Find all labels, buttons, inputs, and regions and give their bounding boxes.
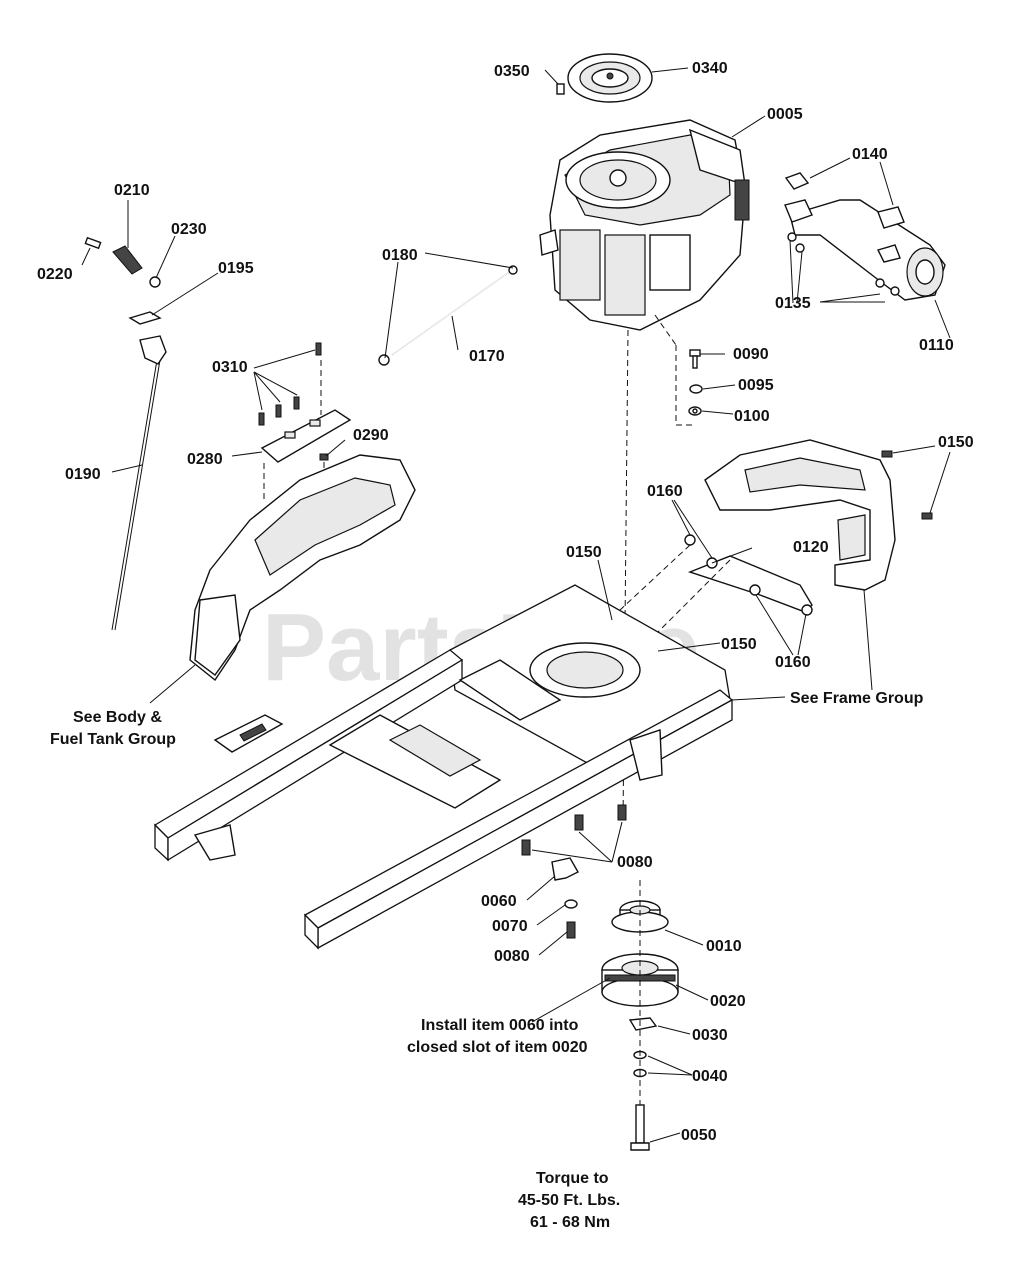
- nut-0290[interactable]: [319, 453, 329, 461]
- washer-0100[interactable]: [688, 406, 702, 416]
- callout-0095: 0095: [738, 377, 774, 394]
- callout-0080-frame: 0080: [617, 854, 653, 871]
- callout-0080-clip: 0080: [494, 948, 530, 965]
- plate-0280[interactable]: [260, 409, 352, 463]
- callout-0050: 0050: [681, 1127, 717, 1144]
- clip-0060[interactable]: [551, 857, 579, 881]
- washer-0095[interactable]: [689, 384, 703, 394]
- callout-0135: 0135: [775, 295, 811, 312]
- callout-0100: 0100: [734, 408, 770, 425]
- lever-0210[interactable]: [112, 245, 143, 275]
- callout-0170: 0170: [469, 348, 505, 365]
- callout-0010: 0010: [706, 938, 742, 955]
- callout-0060: 0060: [481, 893, 517, 910]
- bolt-0220[interactable]: [84, 236, 102, 250]
- note-install-line1: Install item 0060 into: [421, 1017, 579, 1034]
- nut-0180-a[interactable]: [378, 354, 390, 366]
- callout-0150-right: 0150: [938, 434, 974, 451]
- nut-0230[interactable]: [149, 276, 161, 288]
- callout-labels: 0350 0340 0005 0140 0210 0230 0180 0195 …: [37, 60, 974, 1144]
- callout-0160-bottom: 0160: [775, 654, 811, 671]
- note-torque-line3: 61 - 68 Nm: [530, 1214, 610, 1231]
- bolt-0050[interactable]: [630, 1104, 650, 1151]
- callout-0120: 0120: [793, 539, 829, 556]
- engine[interactable]: [539, 119, 750, 331]
- callout-0230: 0230: [171, 221, 207, 238]
- callout-0140: 0140: [852, 146, 888, 163]
- callout-0310: 0310: [212, 359, 248, 376]
- heat-shield[interactable]: [704, 439, 896, 591]
- bracket-0195[interactable]: [128, 311, 162, 325]
- callout-0150-lower: 0150: [721, 636, 757, 653]
- callout-0180: 0180: [382, 247, 418, 264]
- callout-0195: 0195: [218, 260, 254, 277]
- bolt-0090[interactable]: [689, 349, 701, 369]
- bolts-0080[interactable]: [521, 804, 627, 939]
- rod-0170[interactable]: [391, 269, 513, 356]
- leader-lines: [81, 67, 951, 1143]
- dipstick-tube[interactable]: [111, 335, 167, 631]
- callout-0005: 0005: [767, 106, 803, 123]
- muffler[interactable]: [784, 172, 946, 301]
- screw-0350[interactable]: [556, 83, 565, 95]
- callout-0190: 0190: [65, 466, 101, 483]
- callout-0340: 0340: [692, 60, 728, 77]
- callout-0020: 0020: [710, 993, 746, 1010]
- callout-0290: 0290: [353, 427, 389, 444]
- note-install-line2: closed slot of item 0020: [407, 1039, 588, 1056]
- callout-0280: 0280: [187, 451, 223, 468]
- note-body-group-line2: Fuel Tank Group: [50, 731, 176, 748]
- callout-0160-top: 0160: [647, 483, 683, 500]
- callout-0040: 0040: [692, 1068, 728, 1085]
- fuel-tank-body[interactable]: [189, 454, 416, 682]
- callout-0350: 0350: [494, 63, 530, 80]
- screws-0310[interactable]: [258, 342, 322, 426]
- tractor-frame[interactable]: [153, 584, 734, 950]
- note-torque-line2: 45-50 Ft. Lbs.: [518, 1192, 620, 1209]
- washer-0070[interactable]: [564, 899, 578, 909]
- diagram-notes: See Body & Fuel Tank Group See Frame Gro…: [50, 690, 924, 1231]
- note-frame-group: See Frame Group: [790, 690, 924, 707]
- note-body-group-line1: See Body &: [73, 709, 162, 726]
- callout-0220: 0220: [37, 266, 73, 283]
- callout-0090: 0090: [733, 346, 769, 363]
- callout-0110: 0110: [919, 337, 954, 354]
- callout-0070: 0070: [492, 918, 528, 935]
- callout-0030: 0030: [692, 1027, 728, 1044]
- callout-0210: 0210: [114, 182, 150, 199]
- callout-0150-frame: 0150: [566, 544, 602, 561]
- hub-0030[interactable]: [628, 1017, 658, 1031]
- note-torque-line1: Torque to: [536, 1170, 609, 1187]
- blower-screen[interactable]: [567, 53, 653, 103]
